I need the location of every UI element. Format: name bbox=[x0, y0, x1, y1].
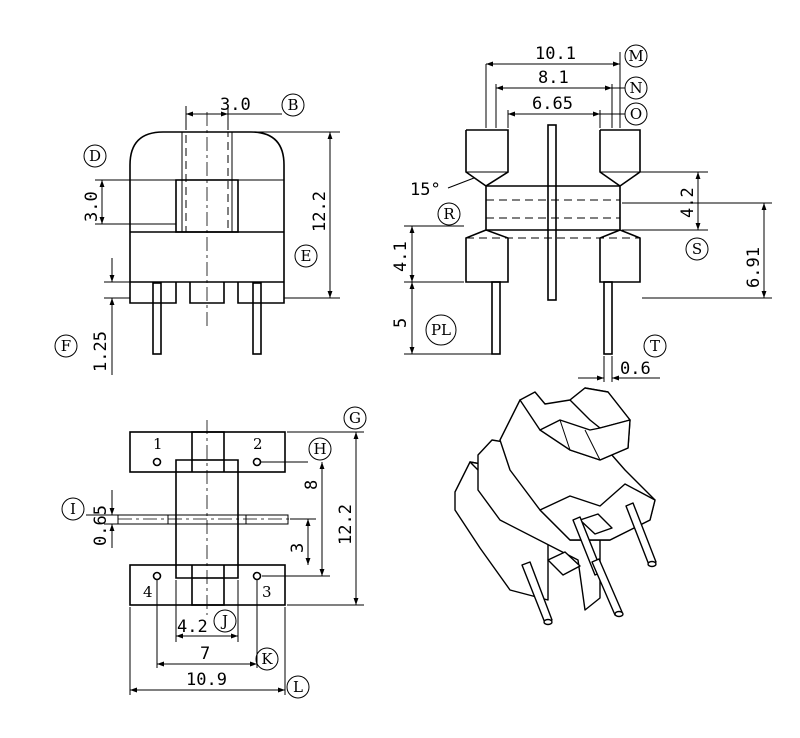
callout-s: S bbox=[692, 240, 702, 258]
callout-m-circle bbox=[624, 44, 648, 68]
callout-n-circle bbox=[624, 76, 648, 100]
callout-t-circle bbox=[643, 334, 667, 358]
callout-pl: PL bbox=[431, 321, 451, 339]
callout-f-circle bbox=[54, 334, 78, 358]
side-pin-left bbox=[491, 281, 501, 355]
front-pin-left bbox=[152, 282, 162, 355]
bottom-center-web bbox=[117, 514, 289, 525]
dim-3: 3 bbox=[288, 543, 308, 553]
dim-15-deg: 15° bbox=[410, 180, 441, 200]
pin-label-4: 4 bbox=[143, 583, 153, 601]
pin-label-1: 1 bbox=[153, 435, 163, 453]
callout-d-circle bbox=[83, 144, 107, 168]
dim-10-1: 10.1 bbox=[535, 44, 576, 64]
side-right-flange bbox=[599, 129, 641, 283]
pin-label-2: 2 bbox=[253, 435, 263, 453]
iso-pin-1 bbox=[521, 561, 553, 624]
callout-r-circle bbox=[437, 202, 461, 226]
callout-t: T bbox=[650, 337, 660, 355]
dim-1-25: 1.25 bbox=[91, 331, 111, 372]
callout-r: R bbox=[443, 205, 455, 223]
callout-l: L bbox=[293, 678, 303, 696]
front-view: 3.0 B D 3.0 12.2 E 1.25 F bbox=[54, 93, 340, 375]
side-view: 10.1 M 8.1 N 6.65 O 15° R 4.2 S bbox=[391, 44, 772, 382]
dim-3-0-top: 3.0 bbox=[220, 95, 251, 115]
dim-0-65: 0.65 bbox=[91, 505, 111, 546]
callout-k-circle bbox=[255, 647, 279, 671]
callout-e: E bbox=[301, 247, 312, 265]
callout-pl-circle bbox=[425, 314, 457, 346]
dim-10-9: 10.9 bbox=[186, 670, 227, 690]
dim-8-1: 8.1 bbox=[538, 68, 569, 88]
pin-label-3: 3 bbox=[262, 583, 272, 601]
callout-e-circle bbox=[294, 244, 318, 268]
isometric-view bbox=[454, 387, 657, 626]
side-pin-right bbox=[603, 281, 613, 355]
dim-12-2-front: 12.2 bbox=[310, 191, 330, 232]
callout-b-circle bbox=[281, 93, 305, 117]
dim-8: 8 bbox=[302, 480, 322, 490]
callout-j-circle bbox=[213, 609, 237, 633]
callout-f: F bbox=[61, 337, 71, 355]
callout-d: D bbox=[89, 147, 101, 165]
dim-7: 7 bbox=[200, 644, 210, 664]
callout-h-circle bbox=[308, 437, 332, 461]
callout-k: K bbox=[261, 650, 273, 668]
side-left-flange bbox=[465, 129, 509, 283]
callout-l-circle bbox=[286, 675, 310, 699]
callout-b: B bbox=[287, 96, 298, 114]
front-pin-right bbox=[252, 282, 262, 355]
callout-o: O bbox=[630, 105, 642, 123]
dim-4-2-bottom: 4.2 bbox=[177, 617, 208, 637]
callout-m: M bbox=[628, 47, 643, 65]
callout-n: N bbox=[629, 79, 642, 97]
dim-6-91: 6.91 bbox=[744, 247, 764, 288]
pin-hole-4 bbox=[152, 571, 162, 581]
dim-0-6: 0.6 bbox=[620, 359, 651, 379]
dim-3-0-side: 3.0 bbox=[82, 191, 102, 222]
dim-5: 5 bbox=[391, 318, 411, 328]
callout-s-circle bbox=[685, 237, 709, 261]
side-center-web bbox=[547, 124, 557, 301]
pin-hole-3 bbox=[252, 571, 262, 581]
dim-4-1: 4.1 bbox=[391, 241, 411, 272]
iso-pin-3 bbox=[625, 502, 657, 566]
callout-h: H bbox=[313, 440, 326, 458]
callout-j: J bbox=[220, 612, 228, 630]
dim-12-2-bottom: 12.2 bbox=[336, 504, 356, 545]
callout-i: I bbox=[70, 500, 76, 518]
pin-hole-2 bbox=[252, 457, 262, 467]
bottom-view: 1 2 3 4 G H 12.2 8 3 I 0.65 bbox=[61, 406, 367, 699]
callout-g-circle bbox=[343, 406, 367, 430]
callout-o-circle bbox=[624, 102, 648, 126]
dim-6-65: 6.65 bbox=[532, 94, 573, 114]
callout-g: G bbox=[349, 409, 361, 427]
pin-hole-1 bbox=[152, 457, 162, 467]
callout-i-circle bbox=[61, 497, 85, 521]
